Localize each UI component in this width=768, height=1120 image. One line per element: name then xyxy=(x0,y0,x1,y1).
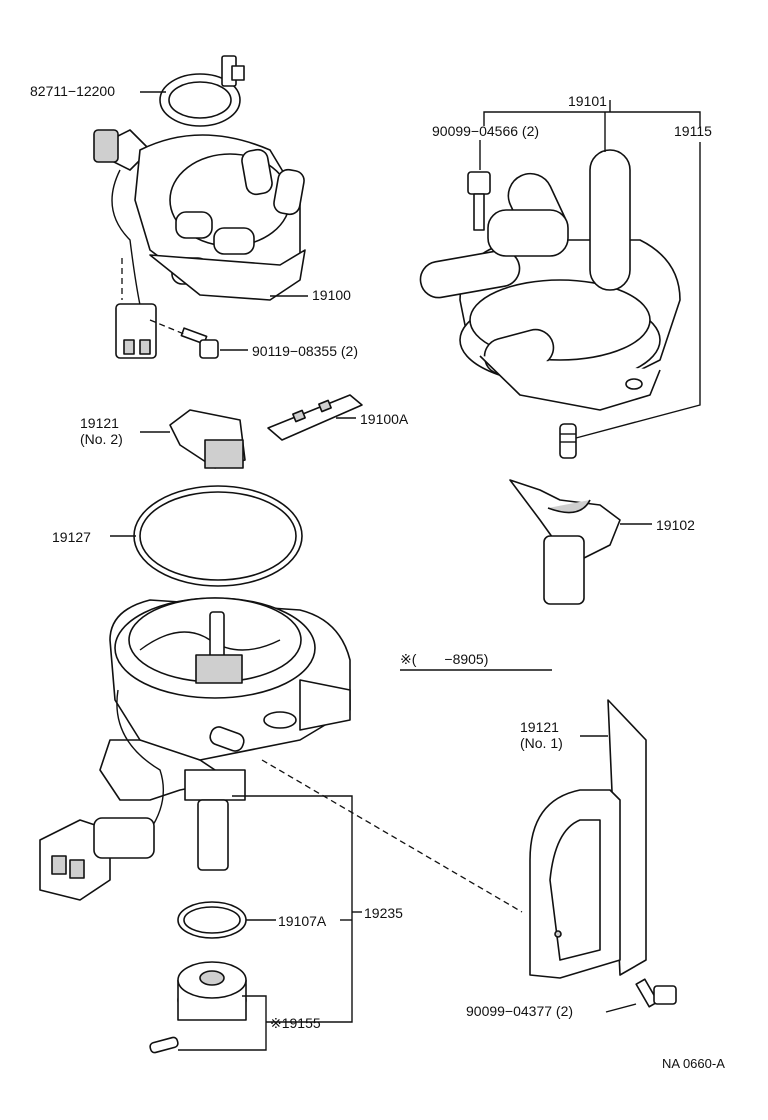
label-19107A: 19107A xyxy=(278,913,327,929)
rotor xyxy=(509,479,621,605)
bolt-90099-04566 xyxy=(467,171,491,231)
label-90099-04377: 90099−04377 (2) xyxy=(466,1003,573,1019)
label-82711-12200: 82711−12200 xyxy=(30,83,115,99)
label-19235: 19235 xyxy=(364,905,403,921)
label-19115: 19115 xyxy=(674,123,712,139)
label-19101: 19101 xyxy=(568,93,607,109)
igniter-no2 xyxy=(169,409,246,469)
igniter-no1-plate xyxy=(529,699,647,979)
label-19155: ※19155 xyxy=(270,1015,321,1031)
distributor-assembly xyxy=(93,129,306,359)
bolt-90099-04377 xyxy=(635,978,677,1008)
label-90119-08355: 90119−08355 (2) xyxy=(252,343,358,359)
label-note-8905: ※( −8905) xyxy=(400,651,488,667)
label-19127: 19127 xyxy=(52,529,91,545)
distributor-cap xyxy=(419,149,681,411)
distributor-housing xyxy=(39,597,351,901)
bolt-90119 xyxy=(180,327,219,359)
insulator-sheet xyxy=(267,394,363,441)
carbon-center-point xyxy=(559,423,577,459)
label-19100: 19100 xyxy=(312,287,351,303)
diagram-code: NA 0660-A xyxy=(662,1056,725,1071)
o-ring-19127 xyxy=(133,485,303,587)
driven-gear xyxy=(149,961,247,1054)
label-19121-no1-sub: (No. 1) xyxy=(520,735,563,751)
label-19102: 19102 xyxy=(656,517,695,533)
label-19100A: 19100A xyxy=(360,411,409,427)
o-ring-19107A xyxy=(177,901,247,939)
label-90099-04566: 90099−04566 (2) xyxy=(432,123,539,139)
label-19121-no2: 19121 xyxy=(80,415,119,431)
label-19121-no1: 19121 xyxy=(520,719,559,735)
label-19121-no2-sub: (No. 2) xyxy=(80,431,123,447)
hose-clamp xyxy=(159,55,245,127)
